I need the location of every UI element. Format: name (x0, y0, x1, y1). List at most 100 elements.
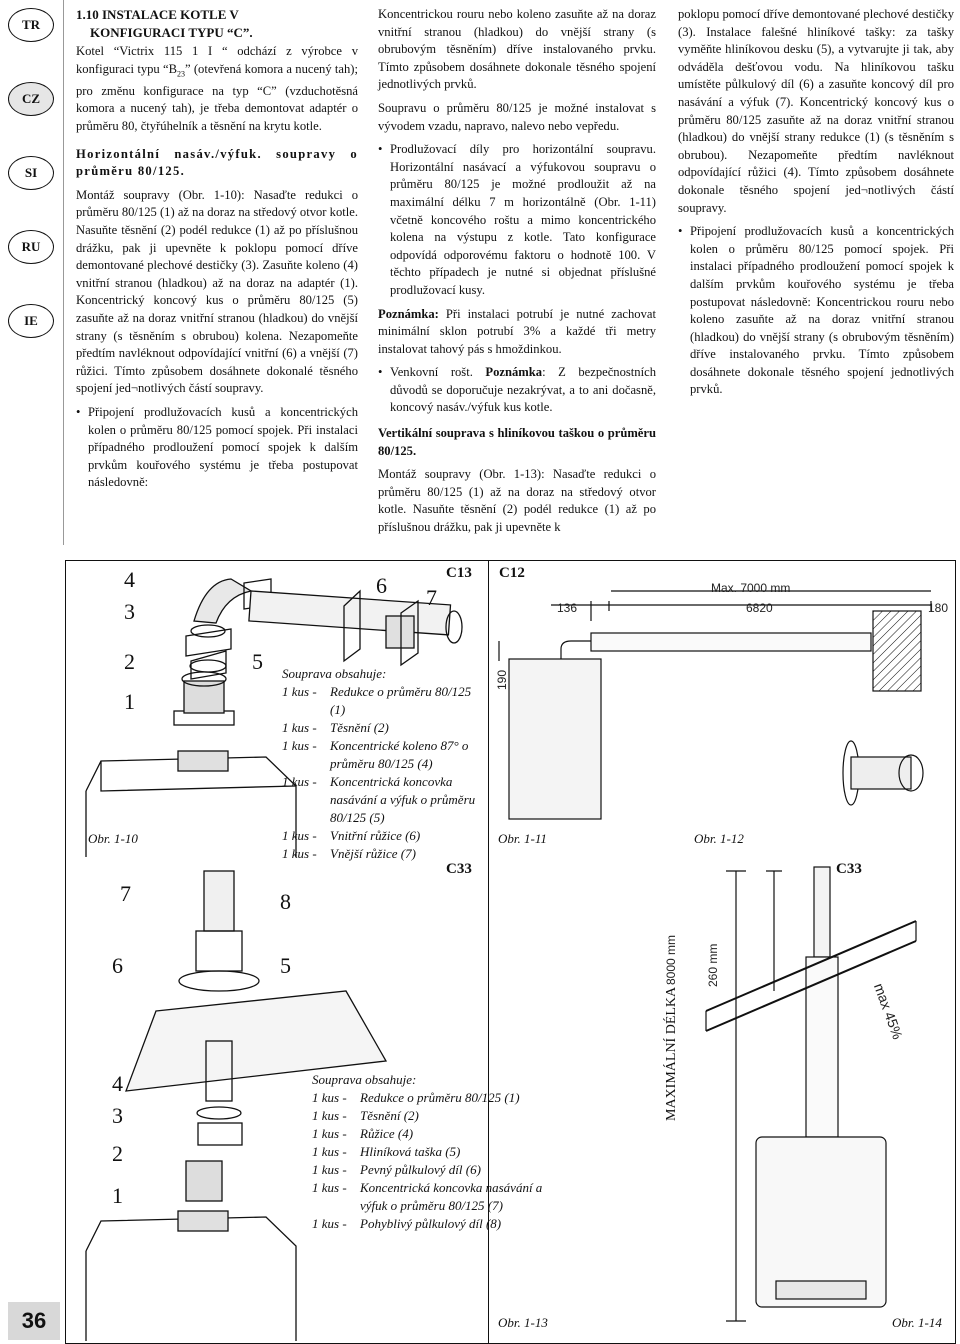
dim-136: 136 (557, 601, 578, 615)
label-c13: C13 (446, 565, 472, 581)
kit-title: Souprava obsahuje: (312, 1072, 417, 1087)
figure-1-11-1-12-drawing (498, 590, 932, 820)
kit-item: výfuk o průměru 80/125 (7) (360, 1198, 503, 1213)
kit-qty: 1 kus - (312, 1108, 347, 1123)
figures-panel: 4 3 2 1 5 6 7 C13 Obr. 1-10 Souprava obs… (65, 560, 956, 1344)
kit-qty: 1 kus - (312, 1162, 347, 1177)
intro-paragraph: Kotel “Victrix 115 1 I “ odchází z výrob… (76, 43, 358, 135)
kit-qty (282, 809, 330, 827)
kit-row: 1 kus -Vnitřní růžice (6) (282, 827, 475, 845)
caption-fig-1-12: Obr. 1-12 (694, 831, 744, 846)
grill-note-text: : Z bezpečnostních důvodů se doporučuje … (390, 365, 656, 415)
kit-item: Pevný půlkulový díl (6) (360, 1162, 481, 1177)
margin-divider (63, 0, 64, 545)
dim-6820: 6820 (746, 601, 773, 615)
kit-item: Koncentrická koncovka (330, 774, 453, 789)
subheading-vertical: Vertikální souprava s hliníkovou taškou … (378, 426, 656, 458)
kit-item: Těsnění (2) (360, 1108, 419, 1123)
kit-item: nasávání a výfuk o průměru (330, 792, 476, 807)
part-num-2-top: 2 (124, 649, 135, 674)
bullet-grill: Venkovní rošt. Poznámka: Z bezpečnostníc… (378, 364, 656, 417)
part-num-7-top: 7 (426, 585, 437, 610)
kit-qty: 1 kus - (312, 1180, 347, 1195)
kit-item: Redukce o průměru 80/125 (1) (360, 1090, 520, 1105)
kit-row: 1 kus -Koncentrická koncovka nasávání a (312, 1179, 542, 1197)
heading-line-2: KONFIGURACI TYPU “C”. (90, 24, 253, 40)
caption-fig-1-13: Obr. 1-13 (498, 1315, 548, 1330)
section-heading: 1.10 INSTALACE KOTLE V KONFIGURACI TYPU … (76, 6, 358, 41)
lang-tab-si[interactable]: SI (8, 156, 54, 190)
lang-tab-cz[interactable]: CZ (8, 82, 54, 116)
kit-qty: 1 kus - (312, 1144, 347, 1159)
kit-item: 80/125 (5) (330, 810, 385, 825)
kit-row: 1 kus - Hliníková taška (5) (312, 1143, 542, 1161)
kit-row: 80/125 (5) (282, 809, 475, 827)
caption-fig-1-14: Obr. 1-14 (892, 1315, 942, 1330)
kit-list-vertical: Souprava obsahuje: 1 kus - Redukce o prům… (312, 1071, 542, 1233)
kit-title: Souprava obsahuje: (282, 666, 387, 681)
kit-row: 1 kus - Redukce o průměru 80/125 (1) (312, 1089, 542, 1107)
kit-row: 1 kus - Koncentrické koleno 87° o (282, 737, 475, 755)
label-c33-right: C33 (836, 861, 862, 877)
part-num-3-top: 3 (124, 599, 135, 624)
kit-qty (282, 755, 330, 773)
kit-row: 1 kus - Pevný půlkulový díl (6) (312, 1161, 542, 1179)
bullet-vertical-extensions: Připojení prodlužovacích kusů a koncentr… (678, 223, 954, 399)
kit-row: 1 kus -Těsnění (2) (282, 719, 475, 737)
kit-item: Hliníková taška (5) (360, 1144, 461, 1159)
part-num-1-bottom: 1 (112, 1183, 123, 1208)
dim-max-length: Max. 7000 mm (711, 581, 791, 595)
language-nav: TR CZ SI RU IE (8, 8, 58, 378)
kit-qty (282, 701, 330, 719)
col2-paragraph-1: Koncentrickou rouru nebo koleno zasuňte … (378, 7, 656, 92)
lang-tab-tr[interactable]: TR (8, 8, 54, 42)
kit-qty: 1 kus - (282, 774, 317, 789)
heading-line-1: 1.10 INSTALACE KOTLE V (76, 7, 239, 22)
text-column-2: Koncentrickou rouru nebo koleno zasuňte … (378, 6, 656, 543)
kit-qty: 1 kus - (312, 1090, 347, 1105)
kit-row: 1 kus -Růžice (4) (312, 1125, 542, 1143)
kit-item: (1) (330, 702, 346, 717)
part-num-6-bottom: 6 (112, 953, 123, 978)
text-column-3: poklopu pomocí dříve demontované plechov… (678, 6, 954, 405)
part-num-2-bottom: 2 (112, 1141, 123, 1166)
intro-text-b: ” (otevřená komora a nucený tah); pro zm… (76, 61, 358, 134)
part-num-6-top: 6 (376, 573, 387, 598)
note-paragraph: Poznámka: Při instalaci potrubí je nutné… (378, 306, 656, 359)
kit-row: nasávání a výfuk o průměru (282, 791, 475, 809)
caption-fig-1-10: Obr. 1-10 (88, 831, 138, 846)
kit-item: Pohyblivý půlkulový díl (8) (360, 1216, 502, 1231)
bullet-extensions: Připojení prodlužovacích kusů a koncentr… (76, 404, 358, 492)
kit-qty: 1 kus - (282, 738, 317, 753)
kit-row: (1) (282, 701, 475, 719)
kit-item: Koncentrické koleno 87° o (330, 738, 469, 753)
intro-text-a: Kotel “Victrix 115 1 I “ odchází z výrob… (76, 44, 358, 76)
caption-fig-1-11: Obr. 1-11 (498, 831, 547, 846)
grill-text: Venkovní rošt. (390, 365, 473, 380)
kit-qty (312, 1197, 360, 1215)
kit-item: Vnější růžice (7) (330, 846, 416, 861)
kit-row: průměru 80/125 (4) (282, 755, 475, 773)
vertical-assembly-paragraph: Montáž soupravy (Obr. 1-13): Nasaďte red… (378, 467, 656, 535)
dim-8000: 8000 mm (664, 934, 678, 985)
kit-item: Redukce o průměru 80/125 (330, 684, 472, 699)
kit-item: Těsnění (2) (330, 720, 389, 735)
dim-180: 180 (928, 601, 949, 615)
grill-note-label: Poznámka (485, 365, 543, 380)
subheading-horizontal: Horizontální nasáv./výfuk. soupravy o pr… (76, 146, 358, 179)
bullet-horizontal-extensions: Prodlužovací díly pro horizontální soupr… (378, 141, 656, 299)
label-c33-left: C33 (446, 861, 472, 877)
kit-row: 1 kus - Koncentrická koncovka (282, 773, 475, 791)
lang-tab-ru[interactable]: RU (8, 230, 54, 264)
part-num-1-top: 1 (124, 689, 135, 714)
part-num-3-bottom: 3 (112, 1103, 123, 1128)
text-column-1: 1.10 INSTALACE KOTLE V KONFIGURACI TYPU … (76, 6, 358, 498)
lang-tab-ie[interactable]: IE (8, 304, 54, 338)
part-num-7-bottom: 7 (120, 881, 131, 906)
note-label: Poznámka: (378, 306, 439, 321)
kit-row: 1 kus -Pohyblivý půlkulový díl (8) (312, 1215, 542, 1233)
kit-qty (282, 791, 330, 809)
part-num-8-bottom: 8 (280, 889, 291, 914)
part-num-4-top: 4 (124, 567, 135, 592)
kit-qty: 1 kus - (282, 684, 317, 699)
